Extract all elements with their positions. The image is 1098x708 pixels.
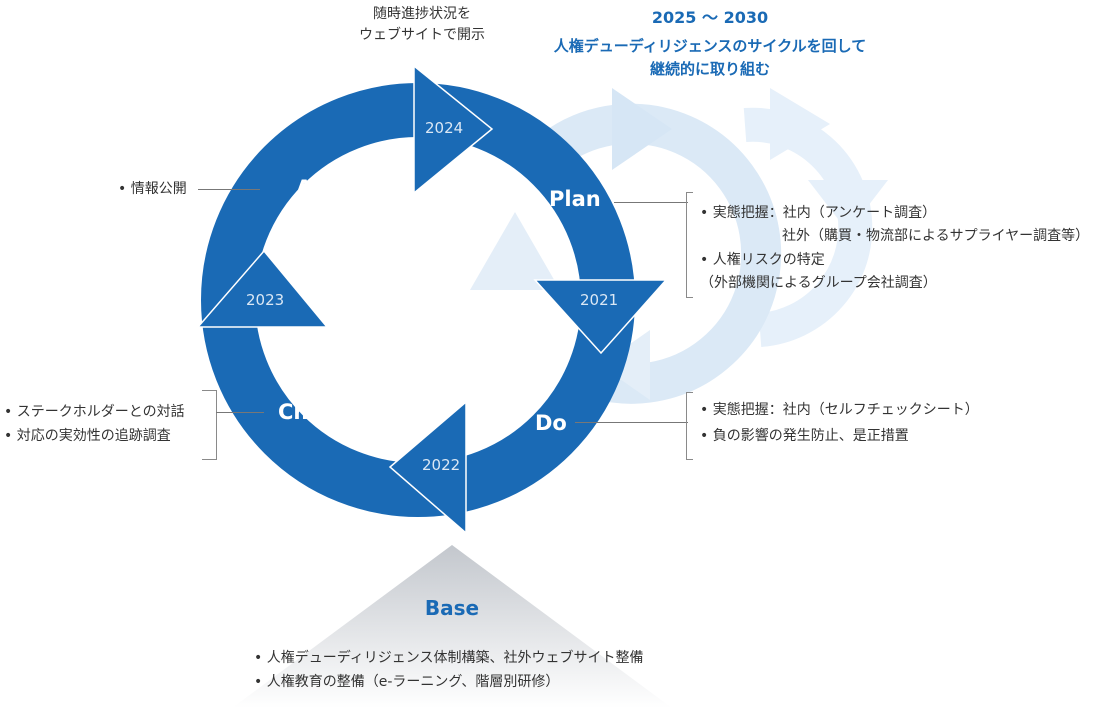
plan-bracket [686, 192, 693, 298]
arrowhead-2022 [388, 400, 467, 535]
year-2021-label: 2021 [580, 291, 619, 309]
check-bracket [202, 390, 217, 460]
future-arrowhead-far-top [770, 88, 830, 160]
website-note-line2: ウェブサイトで開示 [359, 27, 485, 43]
website-note-line1: 随時進捗状況を [373, 6, 471, 22]
arrowhead-2021 [533, 279, 668, 355]
base-title: Base [424, 596, 480, 620]
phase-do-label: Do [535, 411, 567, 435]
do-bracket [686, 392, 693, 460]
year-2022-label: 2022 [422, 456, 461, 474]
arrowhead-2023 [196, 249, 329, 328]
check-item-tracking: • 対応の実効性の追跡調査 [4, 428, 171, 444]
year-2023-label: 2023 [246, 291, 285, 309]
do-item-self-check: • 実態把握：社内（セルフチェックシート） [700, 402, 979, 418]
do-item-prevention: • 負の影響の発生防止、是正措置 [700, 428, 909, 444]
do-connector-line [575, 422, 688, 423]
phase-plan-label: Plan [549, 187, 601, 211]
check-connector-line [216, 412, 264, 413]
future-description-line1: 人権デューディリジェンスのサイクルを回して [553, 37, 867, 55]
act-connector-line [198, 189, 260, 190]
plan-item-risk-identification: • 人権リスクの特定 [700, 252, 825, 268]
plan-connector-line [614, 202, 688, 203]
future-arrowhead-near-top [612, 88, 672, 170]
year-2024-label: 2024 [425, 119, 464, 137]
phase-check-label: Check [278, 400, 350, 424]
arrowhead-2024 [413, 64, 494, 195]
future-arrowhead-near-left [470, 212, 560, 290]
plan-item-survey-external: 社外（購買・物流部によるサプライヤー調査等） [782, 228, 1090, 244]
future-arrowhead-far-right [808, 180, 888, 232]
plan-item-risk-detail: （外部機関によるグループ会社調査） [700, 275, 937, 291]
future-period-title: 2025 〜 2030 [651, 8, 769, 27]
phase-act-label: Act [296, 176, 335, 200]
base-triangle [232, 545, 672, 708]
website-disclosure-note: 随時進捗状況を ウェブサイトで開示 [347, 4, 497, 46]
act-item-info-disclosure: • 情報公開 [118, 181, 187, 197]
base-item-education: • 人権教育の整備（e-ラーニング、階層別研修） [254, 674, 560, 690]
plan-item-survey-internal: • 実態把握：社内（アンケート調査） [700, 205, 937, 221]
base-item-system-build: • 人権デューディリジェンス体制構築、社外ウェブサイト整備 [254, 650, 644, 666]
future-description-line2: 継続的に取り組む [649, 60, 770, 78]
check-item-dialogue: • ステークホルダーとの対話 [4, 404, 185, 420]
